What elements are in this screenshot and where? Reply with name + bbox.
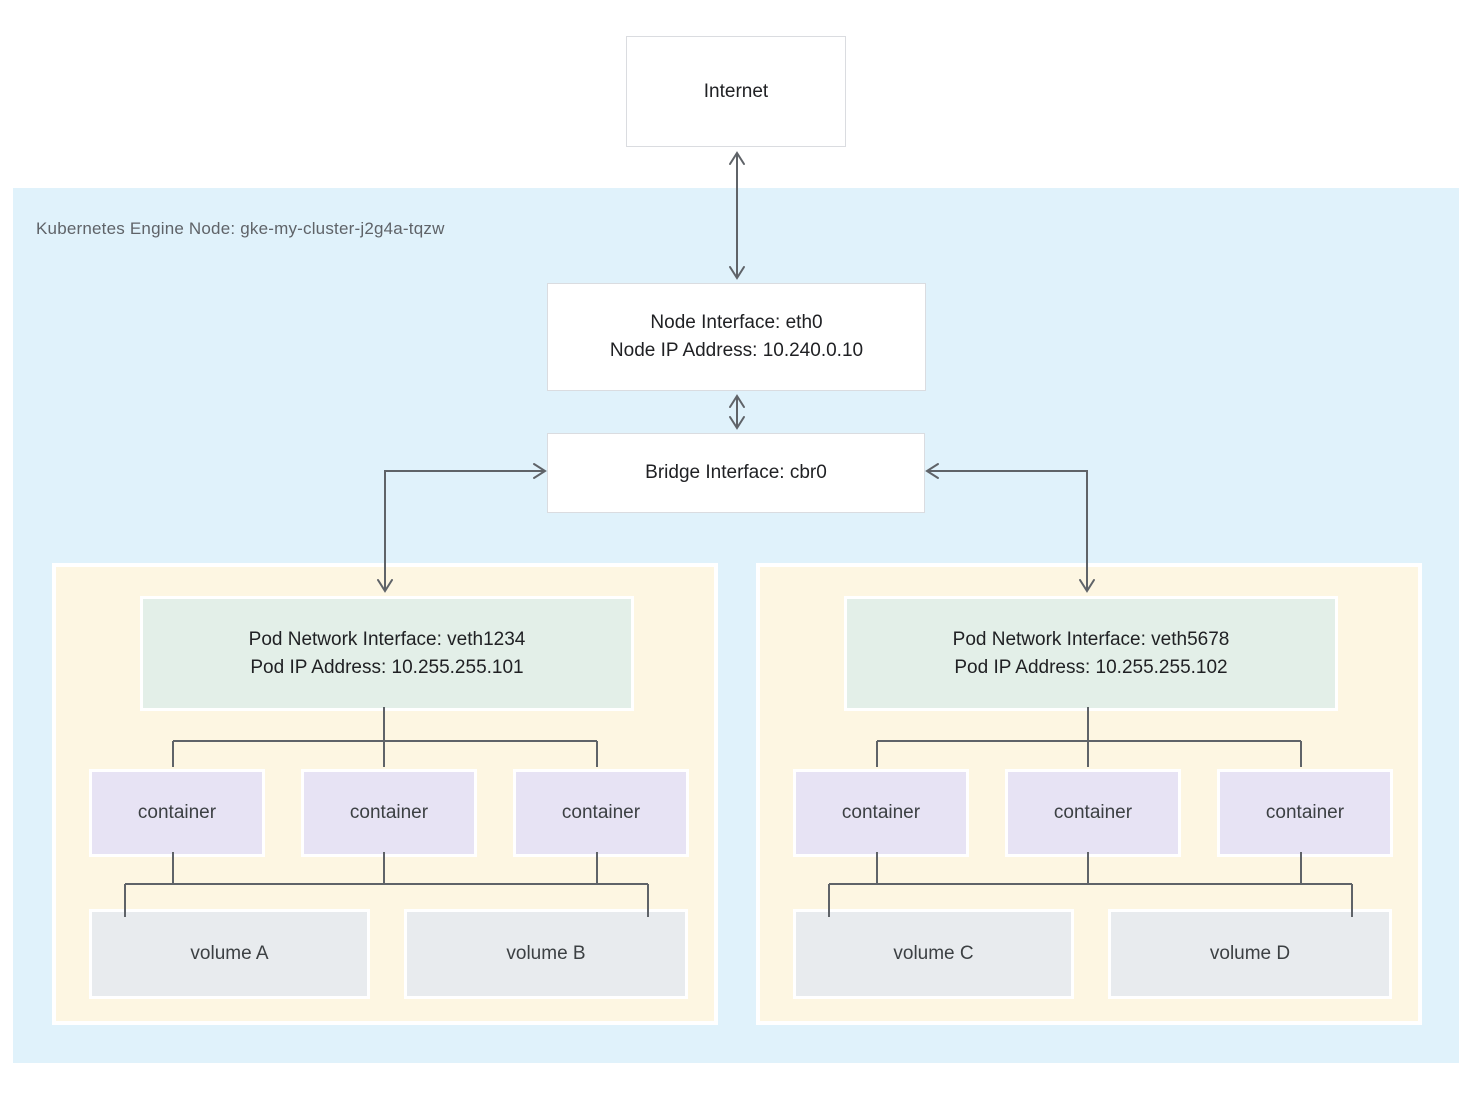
bridge-interface-box: Bridge Interface: cbr0: [547, 433, 925, 513]
volume-box: volume C: [793, 909, 1074, 999]
volume-box: volume D: [1108, 909, 1392, 999]
container-label: container: [137, 802, 217, 823]
pod-2: Pod Network Interface: veth5678 Pod IP A…: [756, 563, 1422, 1025]
pod-network-interface-line1: Pod Network Interface: veth5678: [952, 628, 1230, 650]
container-label: container: [349, 802, 429, 823]
container-box: container: [1217, 769, 1393, 857]
pod-network-interface-box: Pod Network Interface: veth5678 Pod IP A…: [844, 596, 1338, 711]
container-label: container: [841, 802, 921, 823]
container-box: container: [89, 769, 265, 857]
volume-box: volume A: [89, 909, 370, 999]
container-label: container: [1053, 802, 1133, 823]
bridge-interface-label: Bridge Interface: cbr0: [645, 462, 827, 483]
pod-ip-address-line2: Pod IP Address: 10.255.255.101: [250, 656, 524, 678]
node-interface-line1: Node Interface: eth0: [650, 312, 823, 333]
volume-box: volume B: [404, 909, 688, 999]
internet-label: Internet: [703, 80, 769, 102]
node-region-label: Kubernetes Engine Node: gke-my-cluster-j…: [36, 219, 445, 238]
container-box: container: [1005, 769, 1181, 857]
container-box: container: [301, 769, 477, 857]
node-ip-address-line2: Node IP Address: 10.240.0.10: [609, 340, 864, 361]
pod-network-interface-box: Pod Network Interface: veth1234 Pod IP A…: [140, 596, 634, 711]
pod-1: Pod Network Interface: veth1234 Pod IP A…: [52, 563, 718, 1025]
container-label: container: [561, 802, 641, 823]
internet-box: Internet: [626, 36, 846, 147]
volume-label: volume B: [506, 943, 586, 964]
container-box: container: [793, 769, 969, 857]
node-interface-box: Node Interface: eth0 Node IP Address: 10…: [547, 283, 926, 391]
pod-ip-address-line2: Pod IP Address: 10.255.255.102: [954, 656, 1228, 678]
volume-label: volume C: [893, 943, 974, 964]
volume-label: volume A: [190, 943, 269, 964]
container-label: container: [1265, 802, 1345, 823]
container-box: container: [513, 769, 689, 857]
volume-label: volume D: [1209, 943, 1291, 964]
pod-network-interface-line1: Pod Network Interface: veth1234: [248, 628, 526, 650]
